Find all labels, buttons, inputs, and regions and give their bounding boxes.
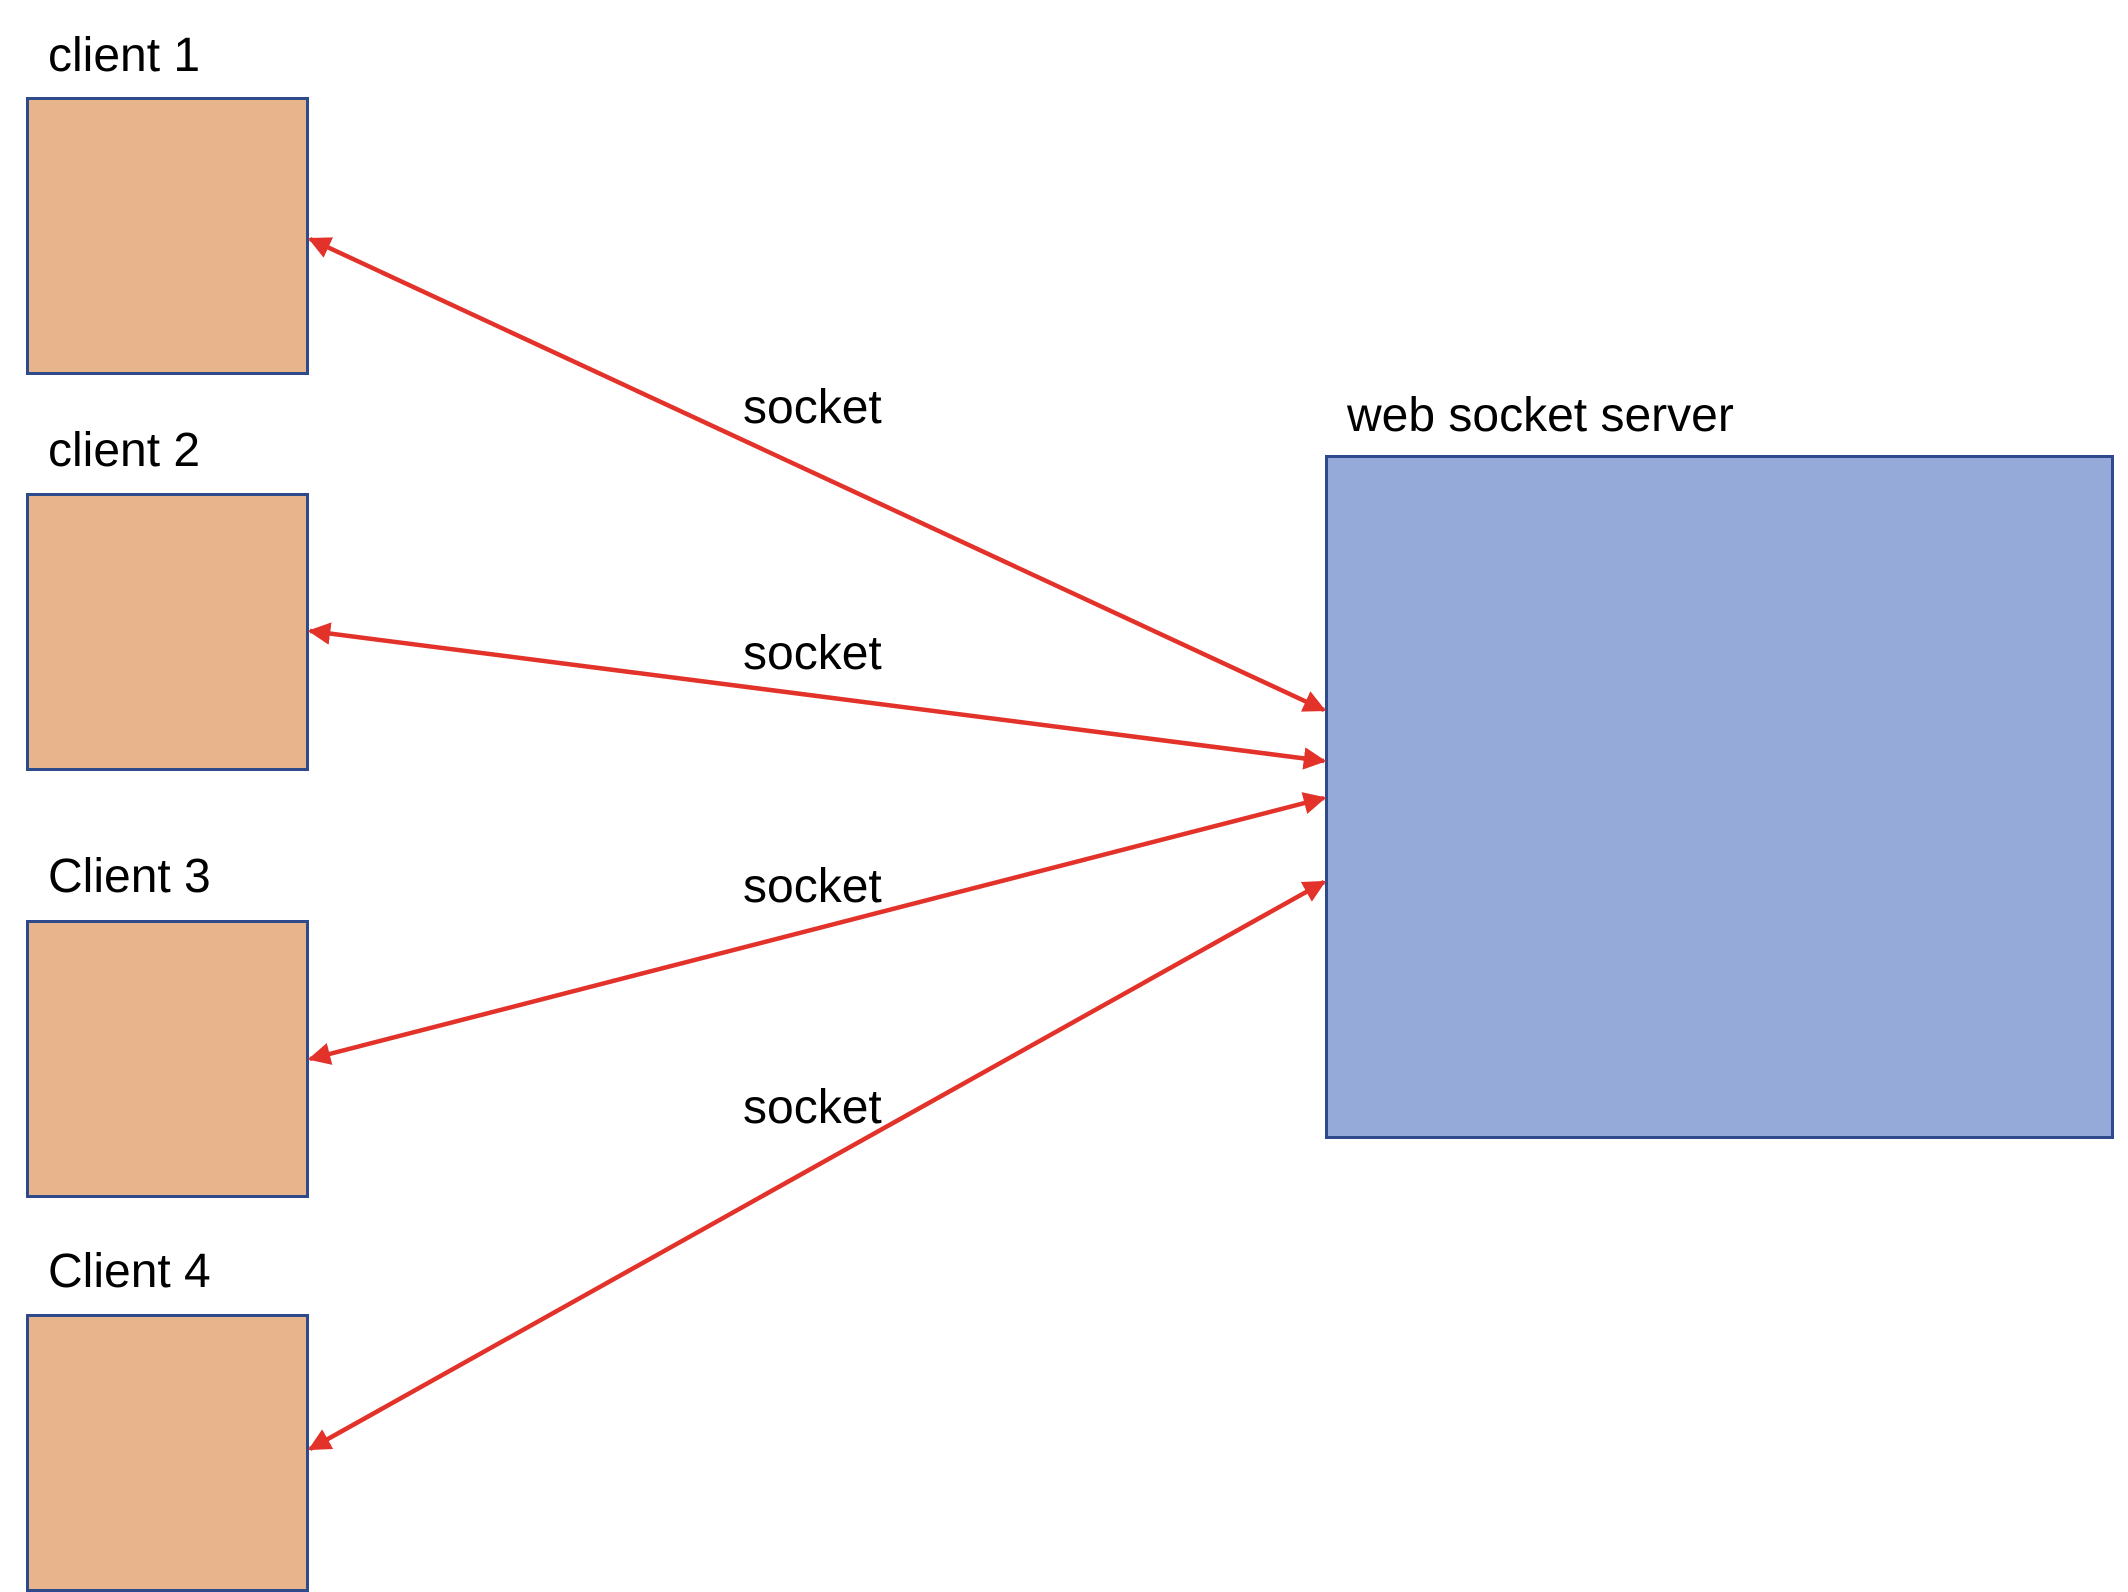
client-3-box (26, 920, 309, 1198)
client-4-label: Client 4 (48, 1245, 211, 1298)
server-label: web socket server (1347, 389, 1734, 442)
client-2-box (26, 493, 309, 771)
client-4-box (26, 1314, 309, 1592)
client-2-label: client 2 (48, 424, 201, 477)
client-3-label: Client 3 (48, 850, 211, 903)
client-1-label: client 1 (48, 29, 201, 82)
socket-link-4 (308, 880, 1326, 1451)
socket-label-1: socket (743, 381, 882, 434)
server-box (1325, 455, 2114, 1139)
client-1-box (26, 97, 309, 375)
socket-link-3 (307, 792, 1327, 1065)
socket-label-3: socket (743, 860, 882, 913)
socket-label-2: socket (743, 627, 882, 680)
socket-label-4: socket (743, 1081, 882, 1134)
